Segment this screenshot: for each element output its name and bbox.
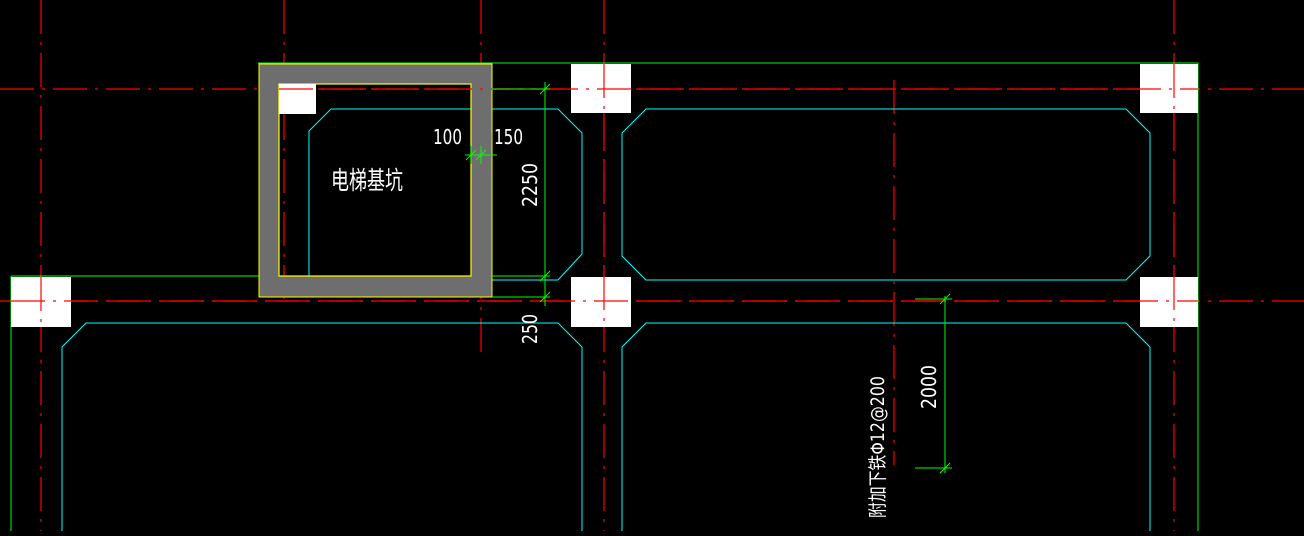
slab-outline-pit [308, 108, 583, 281]
column-b2 [571, 277, 631, 327]
pit-name-label: 电梯基坑 [331, 166, 403, 195]
dim-label-150: 150 [494, 125, 523, 149]
dim-label-250: 250 [518, 314, 542, 344]
slab-outlines [61, 108, 1151, 531]
dim-label-2000: 2000 [917, 365, 941, 409]
annotations: 电梯基坑 100 150 2250 250 2000 附加下铁Φ12@200 [331, 125, 941, 518]
dim-label-100: 100 [433, 125, 462, 149]
dim-tick-1 [539, 83, 551, 95]
dim-tick-2 [539, 270, 551, 282]
dim-rebar-tick-bottom [939, 462, 951, 474]
pit-outer-outline [258, 63, 493, 298]
slab-outline-lower-right [621, 322, 1151, 531]
elevator-pit [258, 63, 493, 298]
pit-inner-outline [278, 83, 472, 277]
beam-outline-top [258, 62, 1199, 327]
dim-small-slash-2 [475, 149, 487, 161]
slab-outline-lower-left [61, 322, 583, 531]
rebar-note-label: 附加下铁Φ12@200 [867, 376, 889, 518]
dim-rebar-tick-top [939, 293, 951, 305]
column-b3 [1140, 277, 1198, 327]
slab-outline-upper-right [621, 108, 1151, 281]
dim-tick-3 [539, 291, 551, 303]
dim-small-slash-1 [465, 149, 477, 161]
column-axis-overlays [11, 64, 1198, 327]
dim-label-2250: 2250 [518, 163, 542, 207]
dimensions [465, 82, 952, 474]
